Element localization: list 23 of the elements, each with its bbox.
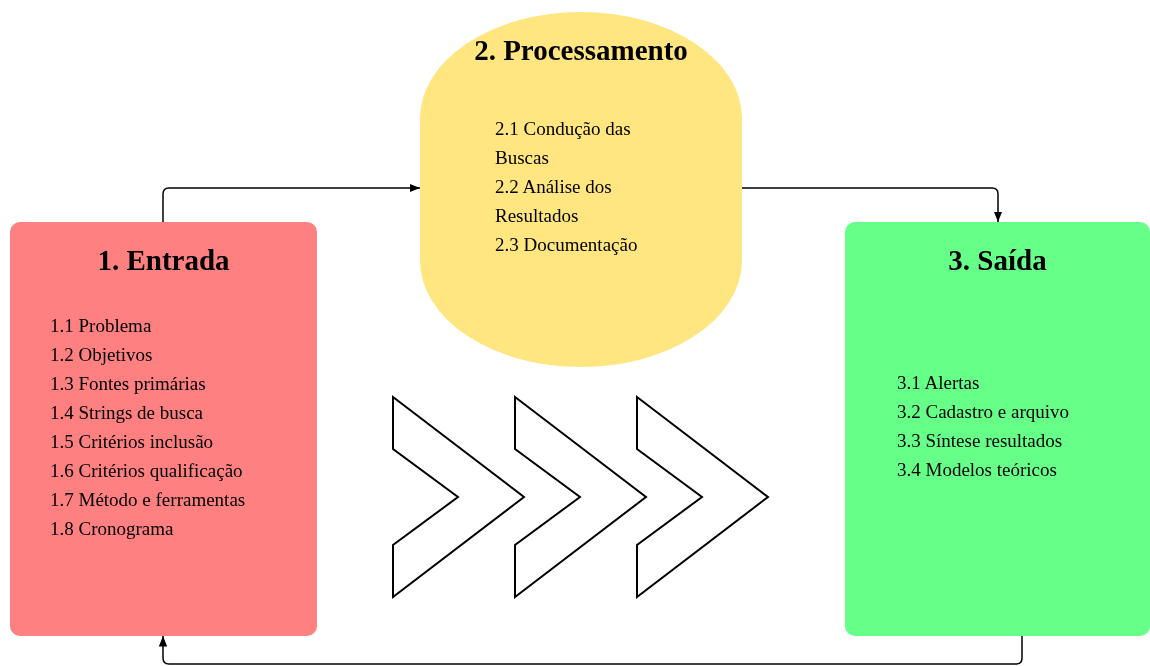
list-item: 1.4 Strings de busca <box>50 401 204 425</box>
box-heading: 1. Entrada <box>96 244 231 277</box>
list-item: 2.1 Condução das Buscas <box>495 117 632 170</box>
list-item: 1.8 Cronograma <box>50 517 174 541</box>
list-item: 1.1 Problema <box>50 314 152 338</box>
list-item: 3.2 Cadastro e arquivo <box>897 400 1069 424</box>
box-heading: 3. Saída <box>947 244 1048 277</box>
list-item: 3.3 Síntese resultados <box>897 429 1063 453</box>
arrow <box>740 187 1003 223</box>
list-item: 1.6 Critérios qualificação <box>50 459 243 483</box>
arrow <box>158 635 1023 665</box>
process-box <box>845 222 1150 636</box>
list-item: 3.1 Alertas <box>897 371 980 395</box>
arrow <box>162 183 421 223</box>
list-item: 1.3 Fontes primárias <box>50 372 206 396</box>
list-item: 3.4 Modelos teóricos <box>897 458 1057 482</box>
box-heading: 2. Processamento <box>473 34 689 67</box>
list-item: 1.7 Método e ferramentas <box>50 488 246 512</box>
list-item: 1.5 Critérios inclusão <box>50 430 214 454</box>
list-item: 2.2 Análise dos Resultados <box>495 175 613 228</box>
list-item: 1.2 Objetivos <box>50 343 153 367</box>
list-item: 2.3 Documentação <box>495 233 639 257</box>
process-box <box>10 222 317 636</box>
